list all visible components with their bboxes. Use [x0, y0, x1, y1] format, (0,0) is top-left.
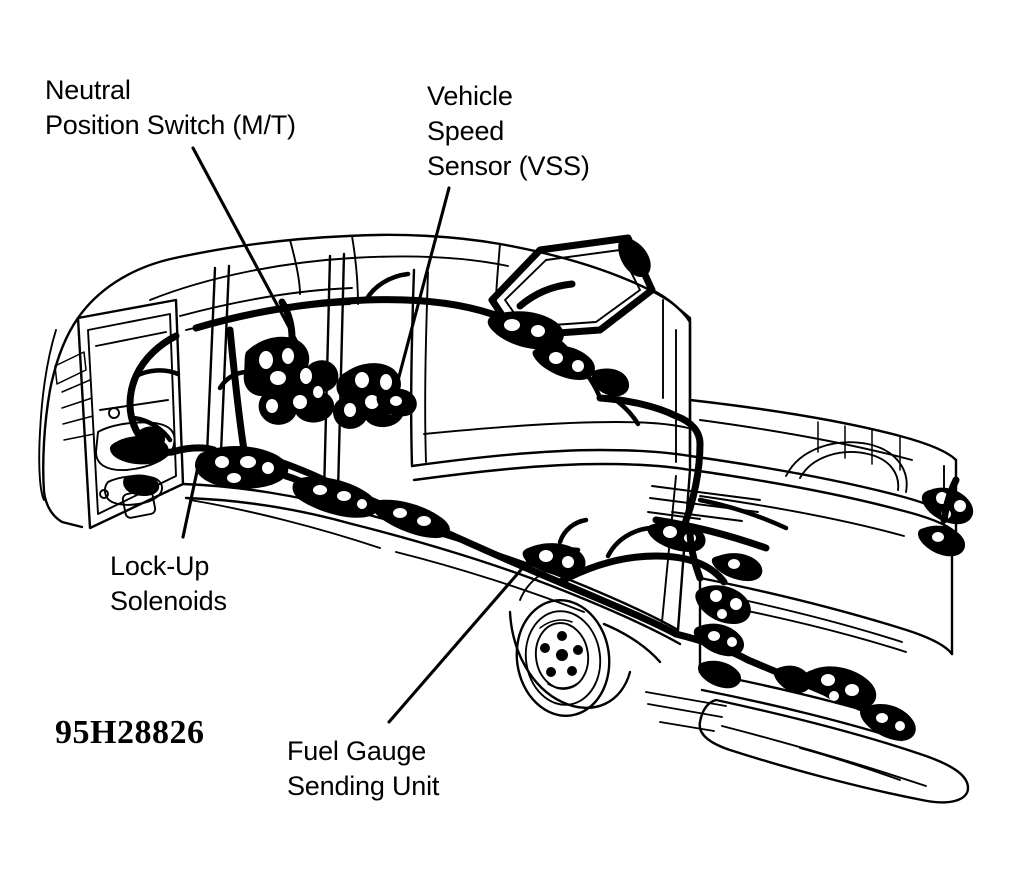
tail-lamp-connector-left — [686, 526, 751, 689]
rear-wheel-assembly — [508, 561, 662, 717]
tail-lamp-connector-right — [918, 476, 974, 557]
connector-clusters — [195, 280, 974, 741]
dash-connector-cluster — [217, 298, 339, 425]
front-door-panel — [54, 298, 185, 530]
leader-fuel-gauge-sending-unit — [387, 554, 535, 724]
cab-body-outline — [38, 233, 692, 529]
rocker-connector-run — [292, 476, 450, 539]
leader-lockup-solenoids — [181, 460, 201, 539]
lower-body-rocker — [189, 468, 692, 646]
door-wiring-harness — [109, 332, 218, 496]
callout-lockup-solenoids: Lock-Up Solenoids — [110, 551, 227, 616]
callout-fuel-gauge-sending-unit: Fuel Gauge Sending Unit — [287, 736, 440, 801]
part-number-label: 95H28826 — [55, 714, 205, 751]
fuel-gauge-sending-unit-component — [522, 517, 589, 577]
callout-neutral-position-switch: Neutral Position Switch (M/T) — [45, 75, 296, 140]
vss-connector — [376, 388, 417, 417]
cab-rear-connector-cluster — [487, 280, 641, 427]
roof-panel-lines — [289, 235, 501, 305]
bumper-lamp-connectors — [773, 665, 916, 741]
leader-vehicle-speed-sensor — [394, 186, 451, 390]
truck-bed — [647, 398, 959, 537]
callout-vehicle-speed-sensor: Vehicle Speed Sensor (VSS) — [427, 81, 590, 181]
callout-leader-lines — [181, 146, 535, 724]
leader-neutral-position-switch — [191, 146, 299, 344]
